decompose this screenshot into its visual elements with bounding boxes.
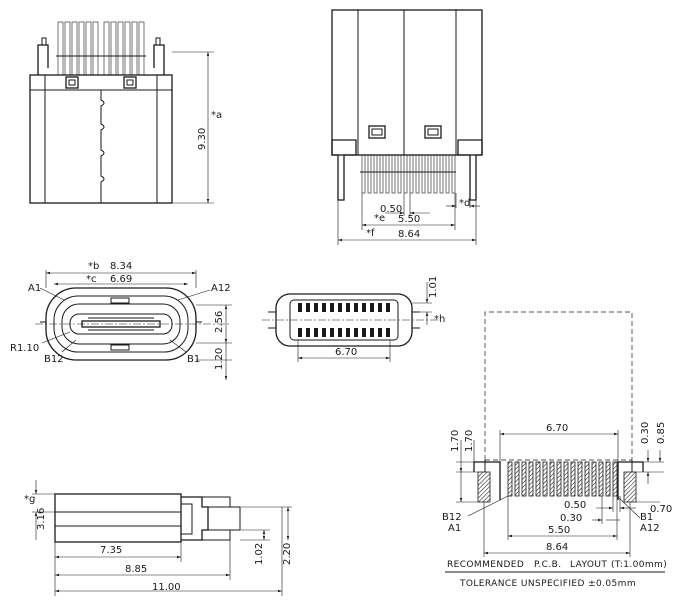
dim-670-label: 6.70 [335, 347, 357, 358]
dim-120-label: 1.20 [214, 348, 225, 370]
shell-pad-right [623, 471, 637, 503]
side-window-left [368, 125, 386, 139]
dim-930-label: 9.30 [197, 128, 208, 150]
pcb-dim-170b-label: 1.70 [464, 430, 475, 452]
dim-316-label: 3.16 [36, 508, 47, 530]
ref-a-label: *a [211, 110, 222, 121]
front-view: 9.30 *a [29, 21, 222, 204]
dim-550-label: 5.50 [398, 214, 420, 225]
pcb-dim-070-label: 0.70 [650, 504, 672, 515]
top-pins [56, 21, 146, 76]
front-window-left [65, 76, 79, 89]
bottom-view: 1.01 *h 6.70 [262, 276, 445, 362]
ref-d-label: *d [459, 198, 470, 209]
radius-label: R1.10 [10, 343, 39, 354]
dim-050-label: 0.50 [380, 204, 402, 215]
pin-b12-label: B12 [44, 354, 64, 365]
front-window-right [123, 76, 137, 89]
ref-b-label: *b [88, 261, 99, 272]
side-window-right [424, 125, 442, 139]
side-body [331, 9, 483, 156]
note-pcb: P.C.B. [534, 560, 561, 570]
mating-face-view: *b 8.34 *c 6.69 2.56 1.20 A1 A12 R1.10 B… [10, 261, 232, 380]
pcb-dim-170a-label: 1.70 [450, 430, 461, 452]
pcb-layout-view: 6.70 1.70 1.70 0.30 0.85 0.50 0.70 0.30 … [442, 311, 672, 589]
ref-f-label: *f [366, 228, 375, 239]
side-pins [360, 154, 456, 194]
pin-b1-label: B1 [187, 354, 200, 365]
profile-view: *g 3.16 7.35 8.85 11.00 1.02 2.20 [24, 480, 293, 596]
pcb-dim-085-label: 0.85 [656, 422, 667, 444]
dim-669-label: 6.69 [110, 274, 132, 285]
ref-g-label: *g [24, 494, 35, 505]
dim-256-label: 2.56 [214, 311, 225, 333]
bottom-pin-rows [298, 303, 390, 337]
pin-a1-label: A1 [28, 283, 41, 294]
pcb-dim-030b-label: 0.30 [560, 513, 582, 524]
dim-102-label: 1.02 [254, 543, 265, 565]
profile-body [54, 493, 182, 543]
pcb-dim-864-label: 8.64 [546, 542, 568, 553]
note-tolerance: TOLERANCE UNSPECIFIED ±0.05mm [459, 579, 636, 589]
dim-834-label: 8.34 [110, 261, 132, 272]
ref-c-label: *c [86, 274, 97, 285]
pcb-pin-a1-label: A1 [448, 523, 461, 534]
pcb-dim-550-label: 5.50 [548, 525, 570, 536]
signal-pads [507, 461, 618, 497]
note-thickness: (T:1.00mm) [611, 560, 667, 570]
note-layout: LAYOUT [570, 560, 607, 570]
ref-h-label: *h [434, 314, 445, 325]
pcb-pin-a12-label: A12 [640, 523, 660, 534]
pcb-dim-030-label: 0.30 [640, 422, 651, 444]
dim-735-label: 7.35 [100, 545, 122, 556]
pin-a12-label: A12 [211, 283, 231, 294]
side-view: 0.50 *d 5.50 *e 8.64 *f [331, 9, 483, 245]
ref-e-label: *e [374, 213, 385, 224]
pcb-dim-670-label: 6.70 [546, 423, 568, 434]
pcb-dim-050-label: 0.50 [564, 500, 586, 511]
pcb-pin-b12-label: B12 [442, 512, 462, 523]
shell-pad-left [477, 471, 491, 503]
pcb-pin-b1-label: B1 [640, 512, 653, 523]
note-recommended: RECOMMENDED [447, 560, 524, 570]
dim-885-label: 8.85 [125, 564, 147, 575]
dim-864-label: 8.64 [398, 229, 420, 240]
dim-1100-label: 11.00 [152, 582, 181, 593]
dim-101-label: 1.01 [428, 276, 439, 298]
dim-220-label: 2.20 [282, 543, 293, 565]
